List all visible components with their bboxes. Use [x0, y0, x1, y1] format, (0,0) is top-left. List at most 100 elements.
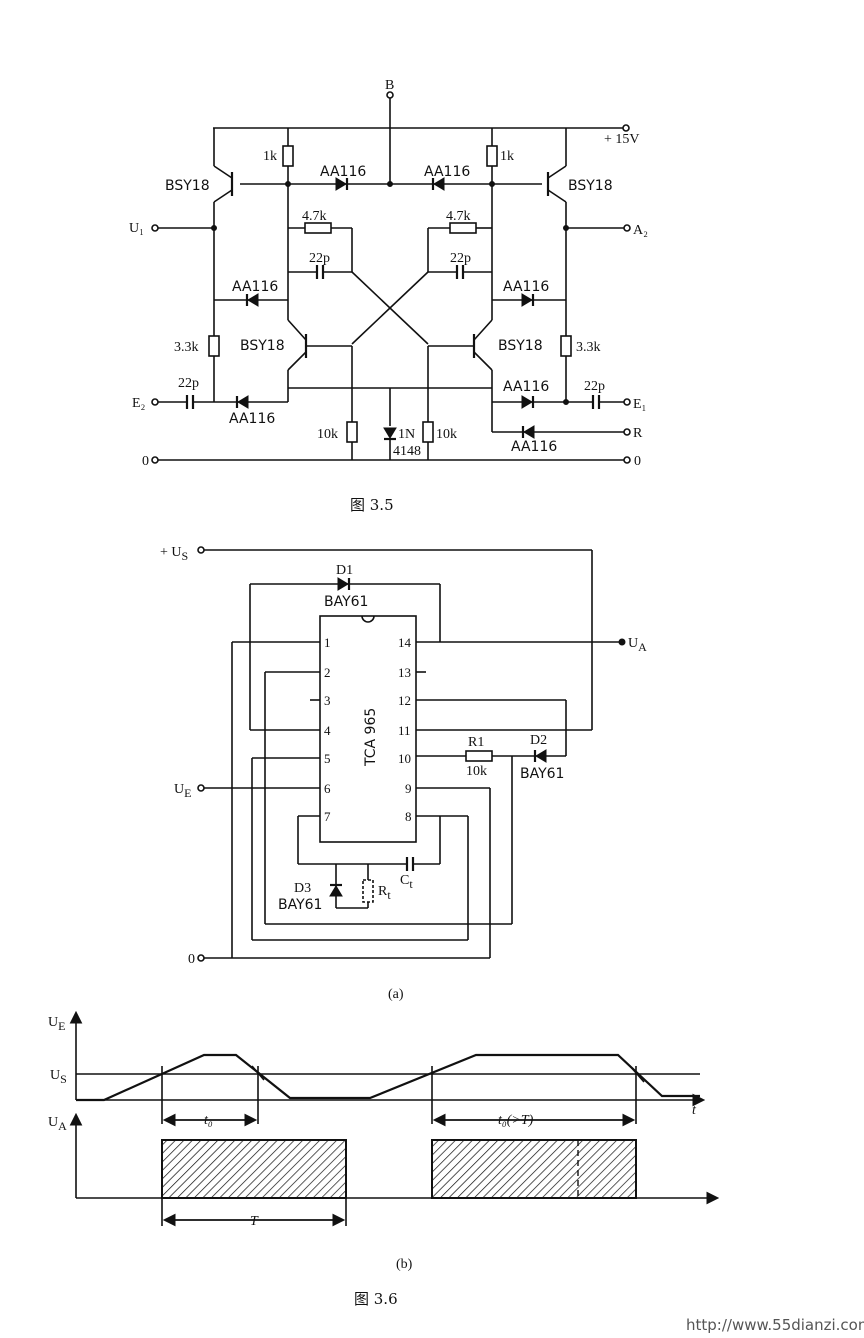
ground-terminal-left — [151, 456, 159, 464]
label-a2: A₂ — [633, 223, 648, 238]
label-ue-axis: UE — [48, 1015, 65, 1033]
ue-waveform — [76, 1053, 700, 1102]
e1-terminal — [623, 398, 631, 406]
pin-7: 7 — [324, 809, 331, 824]
diode-aa116-mid-left — [247, 293, 259, 307]
r-terminal — [623, 428, 631, 436]
label-period: T — [250, 1214, 259, 1229]
e2-terminal — [151, 398, 159, 406]
ua-pulse-1 — [161, 1139, 347, 1199]
resistor-r1 — [465, 750, 493, 762]
pin-3: 3 — [324, 693, 331, 708]
pin-1: 1 — [324, 635, 331, 650]
label-e2: E₂ — [132, 396, 146, 411]
label-ua-axis: UA — [48, 1115, 67, 1133]
label-ground-left: 0 — [142, 454, 149, 469]
label-22p-left: 22p — [309, 251, 330, 266]
label-d1: D1 — [336, 563, 353, 578]
label-aa116-r: AA116 — [511, 439, 557, 455]
ua-terminal — [618, 638, 626, 646]
label-10k-right: 10k — [436, 427, 457, 442]
pin-10: 10 — [398, 751, 411, 766]
ground-terminal-right — [623, 456, 631, 464]
watermark: http://www.55dianzi.com — [686, 1316, 864, 1334]
pin-12: 12 — [398, 693, 411, 708]
label-3-3k-right: 3.3k — [576, 340, 601, 355]
pin-8: 8 — [405, 809, 412, 824]
diode-d2 — [535, 749, 547, 763]
label-t-axis: t — [692, 1103, 697, 1118]
label-3-3k-left: 3.3k — [174, 340, 199, 355]
resistor-rt — [362, 879, 374, 903]
diode-aa116-top-right — [433, 177, 445, 191]
label-22p-right: 22p — [450, 251, 471, 266]
label-d2-type: BAY61 — [520, 766, 564, 782]
pin-5: 5 — [324, 751, 331, 766]
label-e1: E₁ — [633, 397, 646, 412]
pin-14: 14 — [398, 635, 412, 650]
figure-3-6a: TCA 965 — [160, 545, 647, 1002]
pin-9: 9 — [405, 781, 412, 796]
resistor-10k-left — [346, 421, 358, 443]
label-u1: U₁ — [129, 221, 144, 236]
figure-3-6b: UE US UA t t₀ t₀(>T) T (b) — [48, 1010, 720, 1272]
label-r1-value: 10k — [466, 764, 487, 779]
label-1n: 1N — [398, 427, 415, 442]
resistor-3-3k-right — [560, 335, 572, 357]
diode-aa116-e1 — [521, 395, 533, 409]
label-us: + US — [160, 545, 188, 563]
label-bsy18-bottom-right: BSY18 — [498, 338, 543, 354]
diode-1n4148 — [383, 427, 397, 439]
resistor-1k-right — [486, 145, 498, 167]
label-10k-left: 10k — [317, 427, 338, 442]
label-aa116-e2: AA116 — [229, 411, 275, 427]
label-aa116-top-left: AA116 — [320, 164, 366, 180]
pin-2: 2 — [324, 665, 331, 680]
label-r1: R1 — [468, 735, 484, 750]
label-b: B — [385, 78, 394, 93]
diode-aa116-top-left — [335, 177, 347, 191]
u1-terminal — [151, 224, 159, 232]
label-22p-e2: 22p — [178, 376, 199, 391]
label-ct: Ct — [400, 873, 413, 891]
pin-4: 4 — [324, 723, 331, 738]
label-aa116-mid-right: AA116 — [503, 279, 549, 295]
caption-fig-3-6a: (a) — [388, 987, 404, 1002]
label-t0-second: t₀(>T) — [498, 1113, 534, 1128]
label-ue: UE — [174, 782, 191, 800]
caption-fig-3-5: 图 3.5 — [350, 496, 394, 514]
caption-fig-3-6: 图 3.6 — [354, 1290, 398, 1308]
resistor-1k-left — [282, 145, 294, 167]
label-d3-type: BAY61 — [278, 897, 322, 913]
label-rt: Rt — [378, 884, 391, 902]
diode-aa116-r — [523, 425, 535, 439]
label-d1-type: BAY61 — [324, 594, 368, 610]
diode-d3 — [329, 885, 343, 897]
label-bsy18-top-right: BSY18 — [568, 178, 613, 194]
label-bsy18-top-left: BSY18 — [165, 178, 210, 194]
pin-13: 13 — [398, 665, 411, 680]
label-d3: D3 — [294, 881, 311, 896]
diode-aa116-e2 — [237, 395, 249, 409]
label-d2: D2 — [530, 733, 547, 748]
label-4-7k-right: 4.7k — [446, 209, 471, 224]
ic-tca965 — [319, 615, 417, 843]
resistor-10k-right — [422, 421, 434, 443]
pin-11: 11 — [398, 723, 411, 738]
label-aa116-top-right: AA116 — [424, 164, 470, 180]
label-aa116-e1: AA116 — [503, 379, 549, 395]
label-22p-e1: 22p — [584, 379, 605, 394]
ue-terminal — [197, 784, 205, 792]
label-1k-left: 1k — [263, 149, 277, 164]
label-aa116-mid-left: AA116 — [232, 279, 278, 295]
label-ua: UA — [628, 636, 647, 654]
label-supply: + 15V — [604, 132, 640, 147]
ground-terminal-a — [197, 954, 205, 962]
label-r: R — [633, 426, 643, 441]
resistor-3-3k-left — [208, 335, 220, 357]
label-us-level: US — [50, 1068, 67, 1086]
ua-pulse-2 — [431, 1139, 637, 1199]
label-4-7k-left: 4.7k — [302, 209, 327, 224]
diode-d1 — [337, 577, 349, 591]
